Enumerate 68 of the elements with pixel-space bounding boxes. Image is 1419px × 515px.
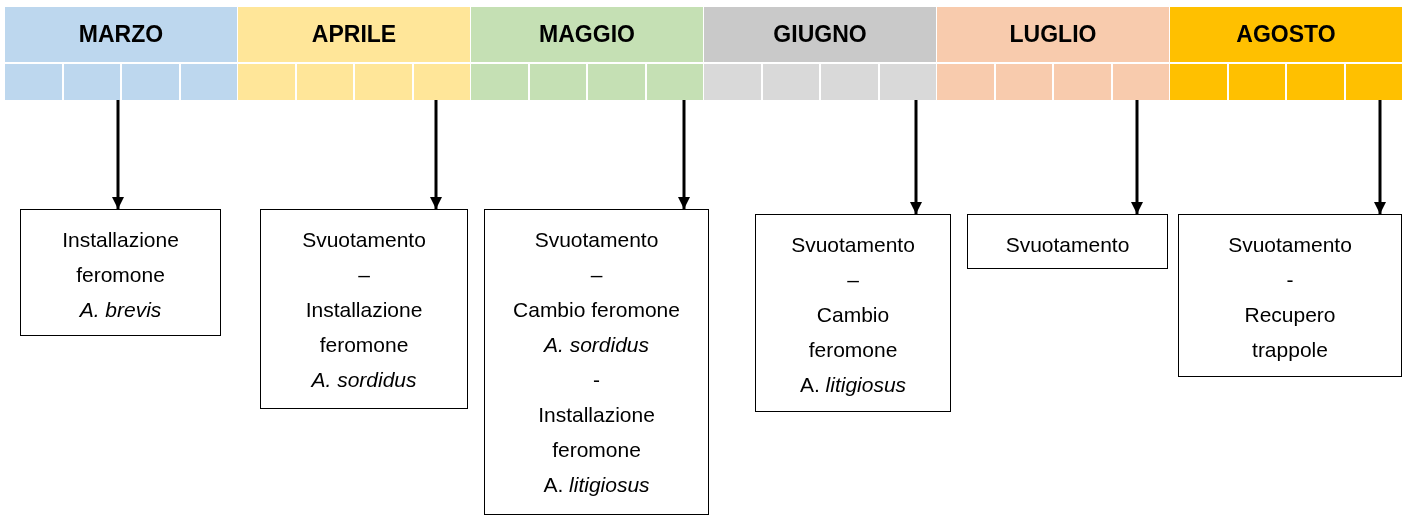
week-cell [413, 64, 470, 100]
activity-text: - [593, 367, 600, 393]
week-cell [296, 64, 353, 100]
week-cell [355, 64, 412, 100]
arrow [1131, 100, 1143, 214]
arrow [910, 100, 922, 214]
activity-text: A. litigiosus [543, 472, 650, 498]
activity-box [755, 214, 951, 412]
activity-box [20, 209, 221, 336]
week-cell [646, 64, 703, 100]
activity-text: A. litigiosus [799, 372, 907, 398]
week-cell [1228, 64, 1285, 100]
week-cell [588, 64, 645, 100]
week-cell [1112, 64, 1169, 100]
activity-text: Cambio [816, 302, 890, 328]
activity-text: Svuotamento [791, 232, 915, 258]
activity-box [484, 209, 709, 515]
activity-box [1178, 214, 1402, 377]
week-cell [63, 64, 120, 100]
activity-box [260, 209, 468, 409]
month-header: GIUGNO [704, 7, 936, 62]
week-cell [1345, 64, 1402, 100]
activity-text: Recupero [1244, 302, 1336, 328]
activity-text: feromone [552, 437, 641, 463]
week-cell [471, 64, 528, 100]
week-cell [762, 64, 819, 100]
activity-text: feromone [808, 337, 898, 363]
activity-text: – [847, 267, 859, 293]
activity-text: - [1286, 267, 1294, 293]
activity-text: feromone [319, 332, 409, 358]
activity-text: Cambio feromone [513, 297, 680, 323]
week-cell [529, 64, 586, 100]
month-header: MARZO [5, 7, 237, 62]
activity-text: feromone [76, 262, 165, 288]
activity-text: Svuotamento [302, 227, 426, 253]
activity-text: Installazione [305, 297, 423, 323]
week-cell [821, 64, 878, 100]
activity-text: trappole [1252, 337, 1328, 363]
arrow [430, 100, 442, 209]
activity-text: A. sordidus [543, 332, 650, 358]
week-cell [122, 64, 179, 100]
month-header: LUGLIO [937, 7, 1169, 62]
activity-text: – [358, 262, 370, 288]
week-cell [704, 64, 761, 100]
week-cell [995, 64, 1052, 100]
activity-text: Svuotamento [1005, 232, 1130, 258]
week-cell [1287, 64, 1344, 100]
arrow [1374, 100, 1386, 214]
arrow [678, 100, 690, 209]
activity-text: Installazione [538, 402, 655, 428]
activity-text: Svuotamento [534, 227, 659, 253]
week-cell [238, 64, 295, 100]
activity-text: A. brevis [79, 297, 162, 323]
week-cell [1054, 64, 1111, 100]
month-header: APRILE [238, 7, 470, 62]
month-header: MAGGIO [471, 7, 703, 62]
activity-box [967, 214, 1168, 269]
activity-text: Installazione [62, 227, 179, 253]
activity-text: – [590, 262, 603, 288]
activity-text: Svuotamento [1228, 232, 1352, 258]
activity-text: A. sordidus [311, 367, 417, 393]
arrow [112, 100, 124, 209]
week-cell [1170, 64, 1227, 100]
week-cell [879, 64, 936, 100]
week-cell [937, 64, 994, 100]
week-cell [5, 64, 62, 100]
week-cell [180, 64, 237, 100]
month-header: AGOSTO [1170, 7, 1402, 62]
